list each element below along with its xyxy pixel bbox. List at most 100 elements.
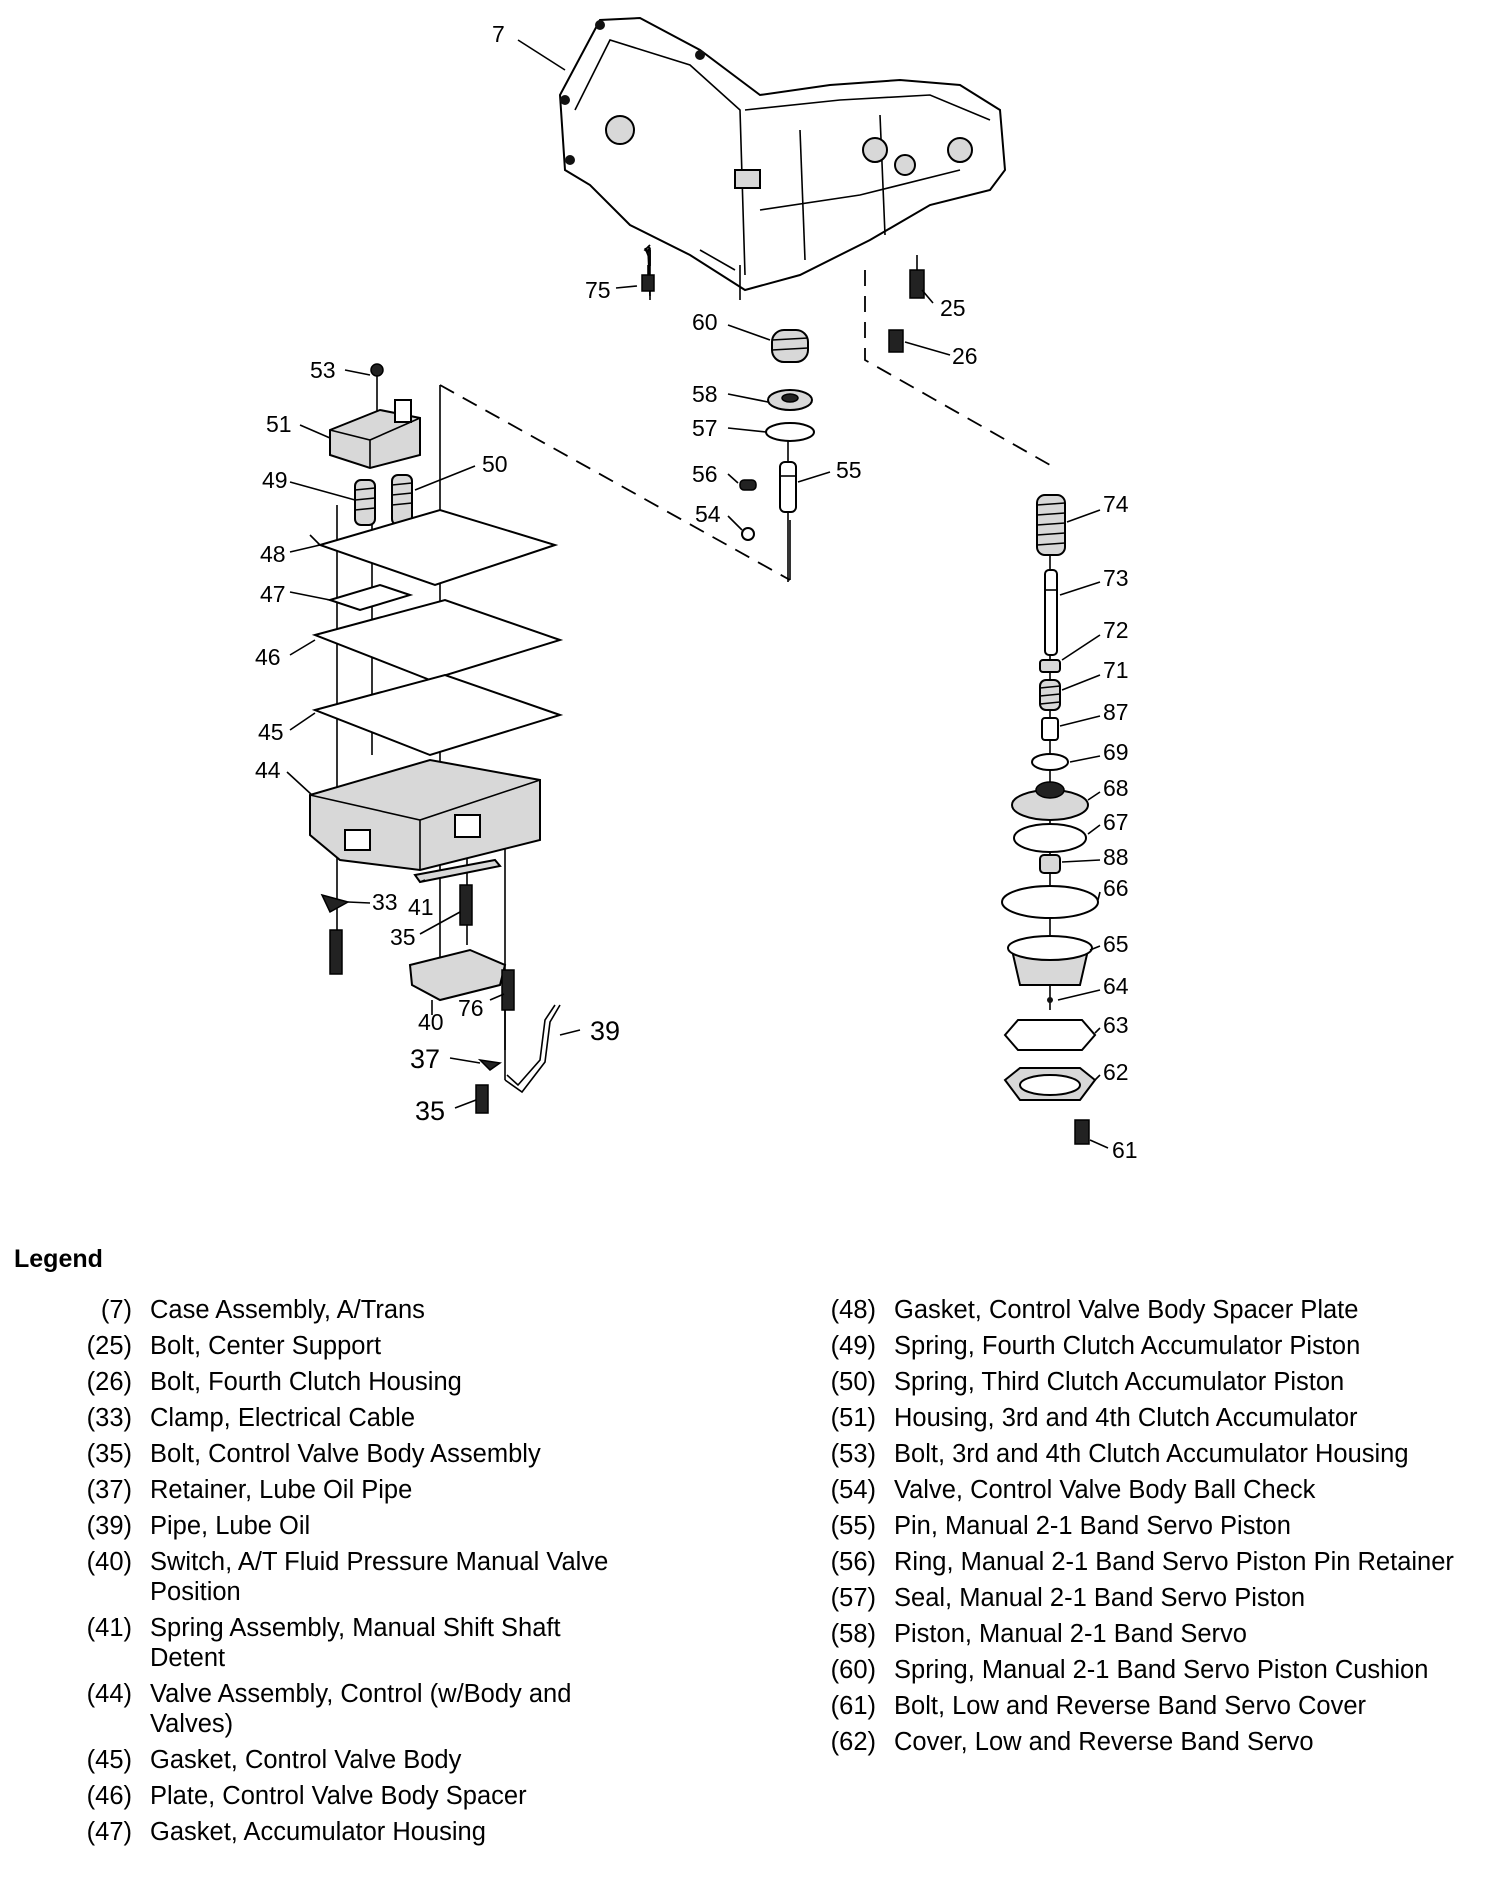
callout-47: 47	[260, 581, 286, 607]
legend-item-description: Plate, Control Valve Body Spacer	[150, 1782, 527, 1810]
bolts-upper	[641, 255, 925, 353]
callout-7: 7	[492, 21, 505, 47]
legend-item-description: Bolt, Low and Reverse Band Servo Cover	[894, 1692, 1366, 1720]
legend-item: (26)Bolt, Fourth Clutch Housing	[56, 1367, 616, 1397]
spring-60	[771, 329, 809, 363]
ring-56	[739, 479, 757, 491]
legend-item: (61)Bolt, Low and Reverse Band Servo Cov…	[800, 1691, 1460, 1721]
legend-item-number: (37)	[86, 1476, 132, 1504]
legend-item-description: Seal, Manual 2-1 Band Servo Piston	[894, 1584, 1306, 1612]
bolt-76	[501, 969, 515, 1011]
bolt-35a	[459, 884, 473, 926]
legend-item-number: (58)	[830, 1620, 876, 1648]
legend-item-number: (50)	[830, 1368, 876, 1396]
legend-item-description: Bolt, 3rd and 4th Clutch Accumulator Hou…	[894, 1440, 1409, 1468]
legend-item-number: (40)	[86, 1548, 132, 1576]
legend-item-number: (46)	[86, 1782, 132, 1810]
legend-item: (48)Gasket, Control Valve Body Spacer Pl…	[800, 1295, 1460, 1325]
callout-51: 51	[266, 411, 292, 437]
legend-item: (25)Bolt, Center Support	[56, 1331, 616, 1361]
legend-right-column: (48)Gasket, Control Valve Body Spacer Pl…	[800, 1295, 1460, 1763]
piston-58	[767, 389, 813, 411]
callout-72: 72	[1103, 617, 1129, 643]
legend-item: (62)Cover, Low and Reverse Band Servo	[800, 1727, 1460, 1757]
legend-item-description: Retainer, Lube Oil Pipe	[150, 1476, 413, 1504]
legend-item-number: (49)	[830, 1332, 876, 1360]
ring-64	[1047, 997, 1053, 1003]
legend-item: (37) Retainer, Lube Oil Pipe	[56, 1475, 616, 1505]
bolt-25	[909, 255, 925, 299]
callout-61: 61	[1112, 1137, 1138, 1163]
legend-item-description: Valve Assembly, Control (w/Body and Valv…	[150, 1680, 572, 1738]
callout-labels: 7 75 60 25 26 53 51 49 50 58 57 56 55 54…	[255, 21, 1138, 1163]
legend-item-number: (47)	[86, 1818, 132, 1846]
legend-item-description: Clamp, Electrical Cable	[150, 1404, 416, 1432]
callout-57: 57	[692, 415, 718, 441]
callout-44: 44	[255, 757, 281, 783]
callout-64: 64	[1103, 973, 1129, 999]
manual-2-1-servo-parts	[739, 329, 815, 541]
callout-41: 41	[408, 894, 434, 920]
switch-40	[408, 948, 507, 1002]
spring-49	[354, 479, 376, 526]
bolt-26	[888, 329, 904, 353]
gasket-48	[309, 508, 559, 587]
bolt-35c	[475, 1084, 489, 1114]
callout-65: 65	[1103, 931, 1129, 957]
gasket-63	[1003, 1019, 1097, 1051]
legend-item: (56)Ring, Manual 2-1 Band Servo Piston P…	[800, 1547, 1460, 1577]
callout-25: 25	[940, 295, 966, 321]
exploded-view-diagram: 7 75 60 25 26 53 51 49 50 58 57 56 55 54…	[255, 16, 1138, 1163]
legend-item: (41) Spring Assembly, Manual Shift Shaft …	[56, 1613, 616, 1673]
pin-55	[779, 461, 797, 513]
legend-item-number: (44)	[86, 1680, 132, 1708]
spring-88	[1039, 854, 1061, 874]
plate-46	[311, 598, 564, 682]
bolt-61	[1074, 1119, 1090, 1145]
legend-item-description: Spring, Fourth Clutch Accumulator Piston	[894, 1332, 1361, 1360]
legend-item-description: Switch, A/T Fluid Pressure Manual Valve …	[150, 1548, 609, 1606]
low-reverse-servo-parts	[1001, 494, 1099, 1145]
callout-50: 50	[482, 451, 508, 477]
callout-56: 56	[692, 461, 718, 487]
clamp-33	[320, 893, 350, 914]
callout-54: 54	[695, 501, 721, 527]
legend-item: (53)Bolt, 3rd and 4th Clutch Accumulator…	[800, 1439, 1460, 1469]
legend-item: (55)Pin, Manual 2-1 Band Servo Piston	[800, 1511, 1460, 1541]
legend-item-description: Bolt, Center Support	[150, 1332, 382, 1360]
callout-76: 76	[458, 995, 484, 1021]
legend-item: (33)Clamp, Electrical Cable	[56, 1403, 616, 1433]
legend-item-description: Cover, Low and Reverse Band Servo	[894, 1728, 1314, 1756]
callout-39: 39	[590, 1016, 620, 1046]
callout-73: 73	[1103, 565, 1129, 591]
callout-55: 55	[836, 457, 862, 483]
legend-item-number: (35)	[86, 1440, 132, 1468]
legend-item: (50)Spring, Third Clutch Accumulator Pis…	[800, 1367, 1460, 1397]
callout-53: 53	[310, 357, 336, 383]
legend-item-description: Gasket, Control Valve Body Spacer Plate	[894, 1296, 1359, 1324]
legend-item-description: Gasket, Control Valve Body	[150, 1746, 462, 1774]
legend-item: (40) Switch, A/T Fluid Pressure Manual Va…	[56, 1547, 616, 1607]
legend-item-description: Spring Assembly, Manual Shift Shaft Dete…	[150, 1614, 561, 1672]
transmission-case	[558, 16, 1007, 292]
legend-item-description: Case Assembly, A/Trans	[150, 1296, 425, 1324]
legend-item-number: (7)	[100, 1296, 132, 1324]
legend-title: Legend	[14, 1245, 103, 1273]
legend-item: (54)Valve, Control Valve Body Ball Check	[800, 1475, 1460, 1505]
gasket-45	[311, 673, 564, 757]
callout-58: 58	[692, 381, 718, 407]
callout-37: 37	[410, 1044, 440, 1074]
legend-item: (44) Valve Assembly, Control (w/Body and …	[56, 1679, 616, 1739]
legend-item: (51)Housing, 3rd and 4th Clutch Accumula…	[800, 1403, 1460, 1433]
callout-67: 67	[1103, 809, 1129, 835]
legend-item: (60)Spring, Manual 2-1 Band Servo Piston…	[800, 1655, 1460, 1685]
legend-left-column: (7) Case Assembly, A/Trans (25)Bolt, Cente…	[56, 1295, 616, 1853]
legend-item-description: Piston, Manual 2-1 Band Servo	[894, 1620, 1247, 1648]
legend-item-number: (41)	[86, 1614, 132, 1642]
bolt-75	[641, 265, 655, 292]
legend-item: (35)Bolt, Control Valve Body Assembly	[56, 1439, 616, 1469]
callout-40: 40	[418, 1009, 444, 1035]
piston-68	[1011, 781, 1089, 821]
ball-54	[741, 527, 755, 541]
seal-67	[1013, 823, 1087, 853]
